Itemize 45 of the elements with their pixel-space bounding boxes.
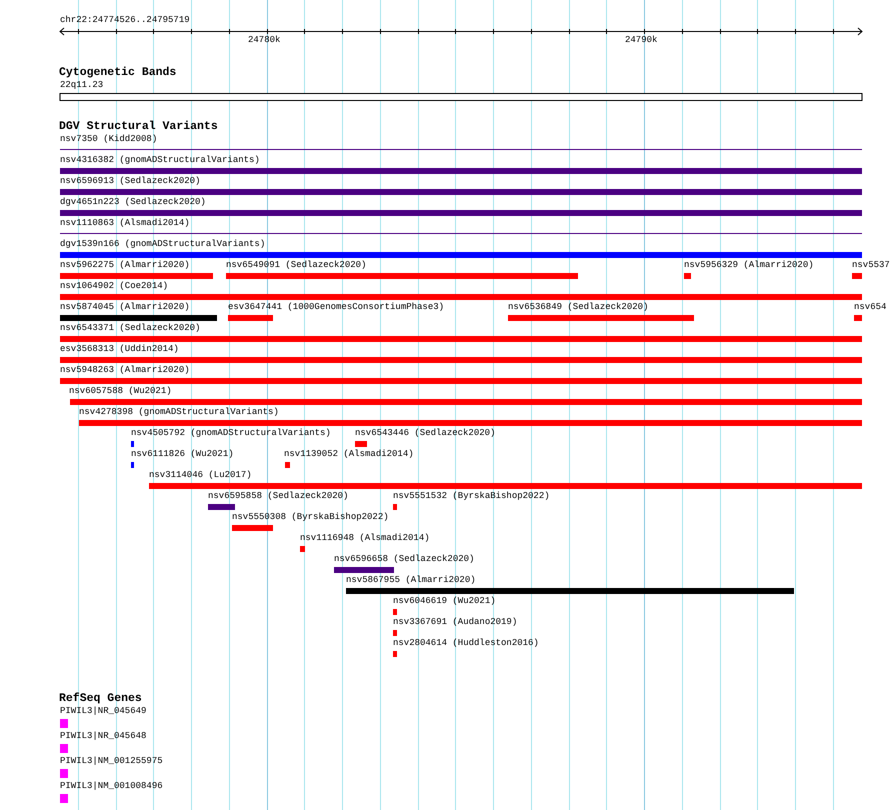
gene-label: PIWIL3|NR_045648 bbox=[60, 731, 146, 742]
gene-label: PIWIL3|NM_001255975 bbox=[60, 756, 163, 767]
variant-label: nsv5537 bbox=[852, 260, 890, 271]
track-heading: DGV Structural Variants bbox=[59, 120, 218, 133]
variant-label: nsv5874045 (Almarri2020) bbox=[60, 302, 190, 313]
variant-label: nsv6595858 (Sedlazeck2020) bbox=[208, 491, 348, 502]
variant-label: nsv3114046 (Lu2017) bbox=[149, 470, 252, 481]
variant-label: nsv6543446 (Sedlazeck2020) bbox=[355, 428, 496, 439]
variant-label: nsv6057588 (Wu2021) bbox=[69, 386, 172, 397]
variant-label: nsv5962275 (Almarri2020) bbox=[60, 260, 190, 271]
coordinate-label: chr22:24774526..24795719 bbox=[60, 15, 190, 26]
variant-label: nsv5956329 (Almarri2020) bbox=[684, 260, 814, 271]
variant-label: nsv5867955 (Almarri2020) bbox=[346, 575, 476, 586]
variant-label: nsv6549091 (Sedlazeck2020) bbox=[226, 260, 366, 271]
track-heading: Cytogenetic Bands bbox=[59, 66, 176, 79]
variant-label: nsv4278398 (gnomADStructuralVariants) bbox=[79, 407, 279, 418]
variant-label: nsv6596913 (Sedlazeck2020) bbox=[60, 176, 200, 187]
variant-label: dgv4651n223 (Sedlazeck2020) bbox=[60, 197, 206, 208]
tick-label: 24780k bbox=[248, 35, 280, 46]
variant-label: nsv3367691 (Audano2019) bbox=[393, 617, 518, 628]
gene-label: PIWIL3|NR_045649 bbox=[60, 706, 146, 717]
variant-label: nsv2804614 (Huddleston2016) bbox=[393, 638, 539, 649]
variant-label: nsv5948263 (Almarri2020) bbox=[60, 365, 190, 376]
gene-label: PIWIL3|NM_001008496 bbox=[60, 781, 163, 792]
track-heading: RefSeq Genes bbox=[59, 692, 142, 705]
variant-label: nsv1064902 (Coe2014) bbox=[60, 281, 168, 292]
variant-label: nsv4316382 (gnomADStructuralVariants) bbox=[60, 155, 260, 166]
variant-label: nsv1116948 (Alsmadi2014) bbox=[300, 533, 430, 544]
variant-label: nsv5551532 (ByrskaBishop2022) bbox=[393, 491, 550, 502]
variant-label: nsv6543371 (Sedlazeck2020) bbox=[60, 323, 200, 334]
variant-label: nsv5550308 (ByrskaBishop2022) bbox=[232, 512, 389, 523]
variant-label: nsv654 bbox=[854, 302, 886, 313]
variant-label: nsv4505792 (gnomADStructuralVariants) bbox=[131, 428, 331, 439]
variant-label: esv3647441 (1000GenomesConsortiumPhase3) bbox=[228, 302, 444, 313]
variant-label: nsv6046619 (Wu2021) bbox=[393, 596, 496, 607]
band-label: 22q11.23 bbox=[60, 80, 104, 91]
variant-label: nsv6111826 (Wu2021) bbox=[131, 449, 234, 460]
variant-label: nsv6596658 (Sedlazeck2020) bbox=[334, 554, 474, 565]
variant-label: nsv1139052 (Alsmadi2014) bbox=[284, 449, 414, 460]
variant-label: dgv1539n166 (gnomADStructuralVariants) bbox=[60, 239, 266, 250]
variant-label: nsv7350 (Kidd2008) bbox=[60, 134, 158, 145]
variant-label: nsv6536849 (Sedlazeck2020) bbox=[508, 302, 648, 313]
variant-label: nsv1110863 (Alsmadi2014) bbox=[60, 218, 190, 229]
tick-label: 24790k bbox=[625, 35, 658, 46]
variant-label: esv3568313 (Uddin2014) bbox=[60, 344, 179, 355]
